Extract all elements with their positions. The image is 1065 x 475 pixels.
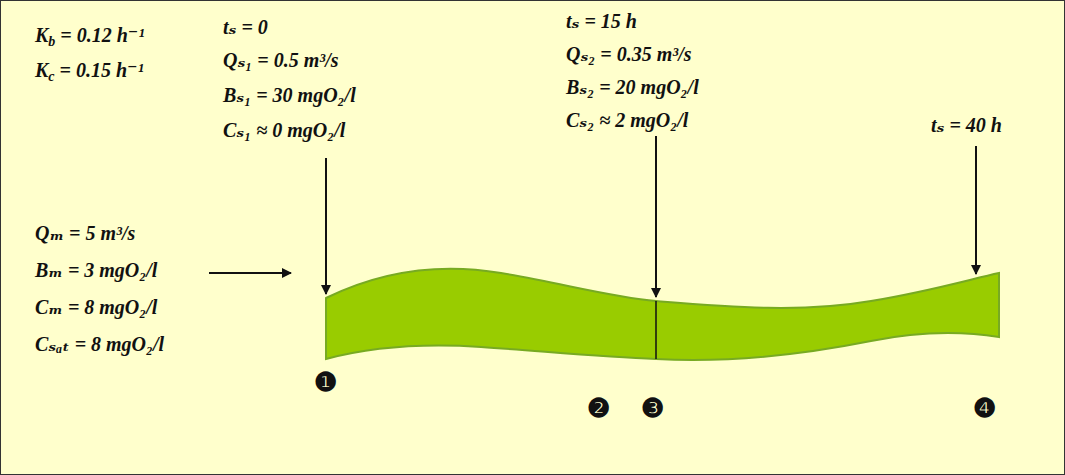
parameter-label: tₛ = 40 h bbox=[931, 114, 1002, 136]
label-group: Qₛ₁ = 0.5 m³/s bbox=[223, 48, 339, 72]
subscript-label: b bbox=[48, 34, 55, 49]
parameter-label: = 0.15 h⁻¹ bbox=[60, 59, 144, 81]
label-group: Bₛ₂ = 20 mgO₂/l bbox=[566, 75, 699, 99]
parameter-label: Cₘ = 8 mgO₂/l bbox=[35, 296, 157, 318]
label-group: Kb = 0.12 h⁻¹ bbox=[35, 23, 144, 51]
parameter-label: = 0.12 h⁻¹ bbox=[60, 24, 144, 46]
inflow-arrow bbox=[209, 272, 291, 274]
parameter-label: Bₛ₂ = 20 mgO₂/l bbox=[566, 76, 699, 98]
parameter-label: Qₘ = 5 m³/s bbox=[35, 222, 135, 244]
parameter-label: Qₛ₁ = 0.5 m³/s bbox=[223, 49, 339, 71]
label-group: ❹ bbox=[973, 393, 996, 424]
label-group: Cₘ = 8 mgO₂/l bbox=[35, 295, 157, 319]
parameter-label: Cₛ₂ ≈ 2 mgO₂/l bbox=[566, 109, 688, 131]
callout-number: ❸ bbox=[641, 394, 664, 423]
label-group: tₛ = 15 h bbox=[566, 9, 637, 33]
callout-number: ❷ bbox=[587, 394, 610, 423]
parameter-label: K bbox=[35, 59, 48, 81]
label-group: ❷ bbox=[587, 393, 610, 424]
parameter-label: tₛ = 15 h bbox=[566, 10, 637, 32]
label-group: Cₛ₁ ≈ 0 mgO₂/l bbox=[223, 118, 345, 142]
label-group: Cₛₐₜ = 8 mgO₂/l bbox=[35, 332, 164, 356]
parameter-label: Bₘ = 3 mgO₂/l bbox=[35, 259, 157, 281]
discharge-arrow bbox=[975, 146, 977, 274]
parameter-label: Cₛ₁ ≈ 0 mgO₂/l bbox=[223, 119, 345, 141]
discharge-arrow bbox=[655, 136, 657, 297]
parameter-label: tₛ = 0 bbox=[223, 16, 268, 38]
label-group: Qₛ₂ = 0.35 m³/s bbox=[566, 42, 692, 66]
subscript-label: c bbox=[48, 69, 54, 84]
parameter-label: Bₛ₁ = 30 mgO₂/l bbox=[223, 84, 356, 106]
parameter-label: K bbox=[35, 24, 48, 46]
label-group: ❶ bbox=[314, 367, 337, 398]
parameter-label: Cₛₐₜ = 8 mgO₂/l bbox=[35, 333, 164, 355]
parameter-label: Qₛ₂ = 0.35 m³/s bbox=[566, 43, 692, 65]
label-group: Bₛ₁ = 30 mgO₂/l bbox=[223, 83, 356, 107]
callout-number: ❶ bbox=[314, 368, 337, 397]
label-group: Cₛ₂ ≈ 2 mgO₂/l bbox=[566, 108, 688, 132]
label-group: Qₘ = 5 m³/s bbox=[35, 221, 135, 245]
label-group: tₛ = 0 bbox=[223, 15, 268, 39]
discharge-arrow bbox=[325, 158, 327, 294]
label-group: Kc = 0.15 h⁻¹ bbox=[35, 58, 144, 86]
label-group: ❸ bbox=[641, 393, 664, 424]
section-divider bbox=[655, 301, 657, 359]
callout-number: ❹ bbox=[973, 394, 996, 423]
label-group: Bₘ = 3 mgO₂/l bbox=[35, 258, 157, 282]
river-band bbox=[326, 269, 999, 360]
label-group: tₛ = 40 h bbox=[931, 113, 1002, 137]
